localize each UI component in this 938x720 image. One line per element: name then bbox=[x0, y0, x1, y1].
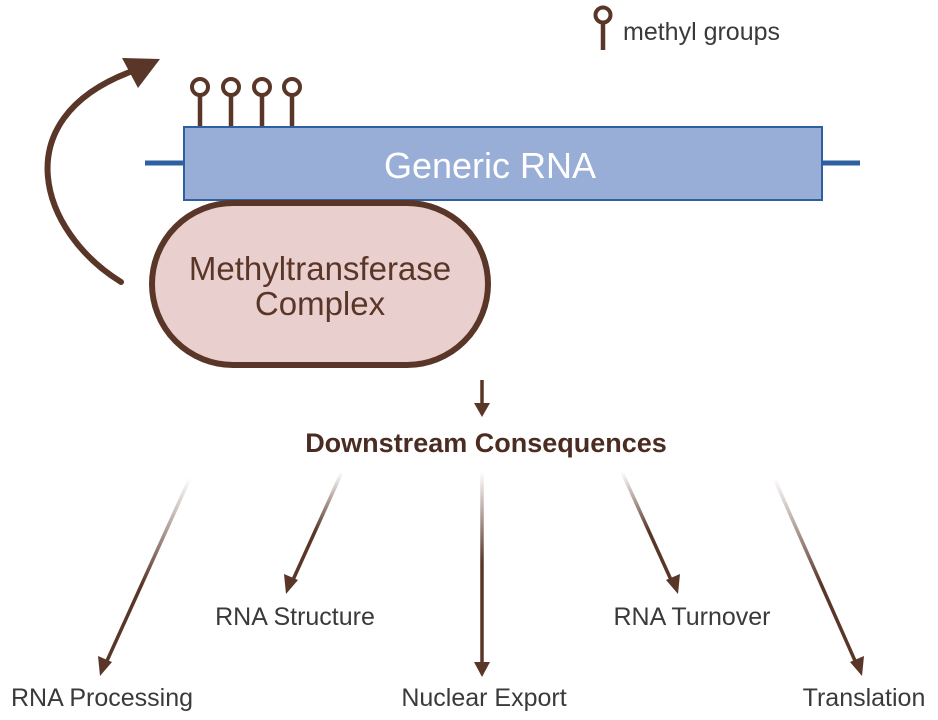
arrow-to-rna-structure bbox=[284, 471, 344, 594]
legend: methyl groups bbox=[593, 5, 780, 50]
arrow-to-rna-turnover bbox=[620, 471, 680, 594]
methyl-group-icon bbox=[593, 5, 613, 50]
curved-arrow-icon bbox=[44, 58, 160, 285]
methyl-group-icon bbox=[252, 77, 272, 128]
outcome-rna-turnover: RNA Turnover bbox=[613, 603, 770, 631]
methyl-group-icon bbox=[221, 77, 241, 128]
methyl-groups bbox=[190, 77, 302, 128]
legend-label: methyl groups bbox=[623, 18, 780, 46]
outcome-rna-structure: RNA Structure bbox=[215, 603, 375, 631]
outcome-rna-processing: RNA Processing bbox=[11, 684, 193, 712]
downstream-title: Downstream Consequences bbox=[305, 428, 667, 458]
arrow-to-rna-processing bbox=[98, 477, 192, 676]
methyl-group-icon bbox=[190, 77, 210, 128]
rna-label: Generic RNA bbox=[384, 145, 596, 186]
complex-label-line1: Methyltransferase bbox=[189, 250, 451, 287]
arrow-to-nuclear-export bbox=[474, 472, 490, 677]
outcome-labels: RNA Processing RNA Structure Nuclear Exp… bbox=[11, 603, 925, 712]
outcome-nuclear-export: Nuclear Export bbox=[401, 684, 566, 712]
outcome-translation: Translation bbox=[803, 684, 926, 712]
outcome-arrows bbox=[98, 471, 864, 677]
generic-rna-box: Generic RNA bbox=[183, 126, 823, 201]
methyltransferase-complex: Methyltransferase Complex bbox=[149, 200, 491, 368]
methyl-group-icon bbox=[282, 77, 302, 128]
arrow-to-translation bbox=[772, 477, 864, 676]
complex-label-line2: Complex bbox=[255, 285, 386, 322]
down-arrow-icon bbox=[474, 380, 490, 417]
